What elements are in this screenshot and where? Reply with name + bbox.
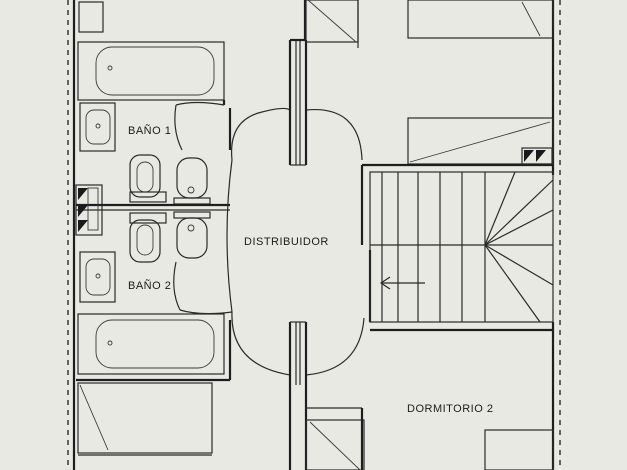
- bath1-door-arc: [174, 104, 183, 151]
- bath2-door-arc: [173, 261, 181, 311]
- top-right-wardrobe: [407, 0, 554, 39]
- bottom-closet-center: [305, 419, 365, 470]
- dist-door-arc-bottom-left: [231, 311, 291, 376]
- top-closet-center-diagonal: [307, 0, 357, 43]
- stair-arrow-icon: [379, 276, 391, 290]
- bidet-2-drain: [187, 224, 195, 232]
- toilet-1-seat: [136, 161, 154, 193]
- wardrobe-left: [77, 382, 213, 454]
- bathtub-1-outer: [77, 41, 225, 101]
- shaft-left-hatch-3: [78, 220, 88, 232]
- bidet-1-drain: [187, 186, 195, 194]
- toilet-1-tank: [129, 191, 167, 203]
- toilet-2-tank: [129, 212, 167, 224]
- dist-door-arc-top-right: [305, 109, 363, 161]
- stair-winder-5: [484, 244, 541, 323]
- dist-door-arc-top-left: [230, 107, 291, 161]
- sink-2-drain: [95, 273, 101, 279]
- stair-winder-4: [484, 244, 554, 286]
- bath2-door-swing: [179, 309, 233, 315]
- bidet-2-base: [173, 211, 211, 219]
- shaft-left-hatch-2: [78, 205, 88, 217]
- stair-winder-1: [484, 179, 554, 246]
- bathtub-2-drain: [107, 340, 113, 346]
- sink-1-basin: [85, 109, 111, 145]
- shaft-left-hatch-1: [78, 188, 88, 200]
- sink-1-counter: [79, 102, 116, 152]
- stair-winder-6: [484, 171, 516, 246]
- dist-door-arc-bottom-right: [305, 317, 365, 376]
- bathtub-1-inner: [95, 46, 215, 96]
- bidet-1-base: [173, 197, 211, 205]
- wardrobe-bottom-right: [484, 429, 554, 470]
- shaft-left-inner: [87, 187, 99, 231]
- room-label-dormitorio-2: DORMITORIO 2: [407, 403, 493, 415]
- bath1-door-swing: [175, 101, 225, 106]
- sink-1-drain: [95, 123, 101, 129]
- bathtub-2-inner: [95, 319, 215, 369]
- wardrobe-above-stairs: [407, 117, 554, 165]
- bidet-2: [176, 217, 208, 259]
- shaft-right-hatch-2: [536, 150, 546, 162]
- stair-winder-2: [484, 209, 554, 246]
- room-label-bano-2: BAÑO 2: [128, 279, 171, 292]
- wardrobe-above-stairs-diagonal: [409, 121, 551, 163]
- shaft-right: [521, 147, 553, 165]
- top-left-fixture: [78, 1, 104, 33]
- toilet-2: [129, 219, 161, 263]
- bidet-1: [176, 157, 208, 199]
- toilet-2-seat: [136, 224, 154, 256]
- bathtub-2-outer: [77, 313, 225, 375]
- sink-2-counter: [79, 251, 116, 303]
- bottom-closet-center-diagonal: [309, 421, 361, 470]
- bathtub-1-drain: [107, 65, 113, 71]
- sink-2-basin: [85, 258, 111, 296]
- dist-door-arc-left: [226, 159, 233, 313]
- shaft-left: [75, 184, 103, 236]
- room-label-bano-1: BAÑO 1: [128, 124, 171, 137]
- room-label-distribuidor: DISTRIBUIDOR: [244, 236, 329, 248]
- toilet-1: [129, 154, 161, 198]
- shaft-right-hatch-1: [524, 150, 534, 162]
- top-right-wardrobe-diagonal: [521, 1, 541, 37]
- wardrobe-left-diagonal: [79, 384, 109, 451]
